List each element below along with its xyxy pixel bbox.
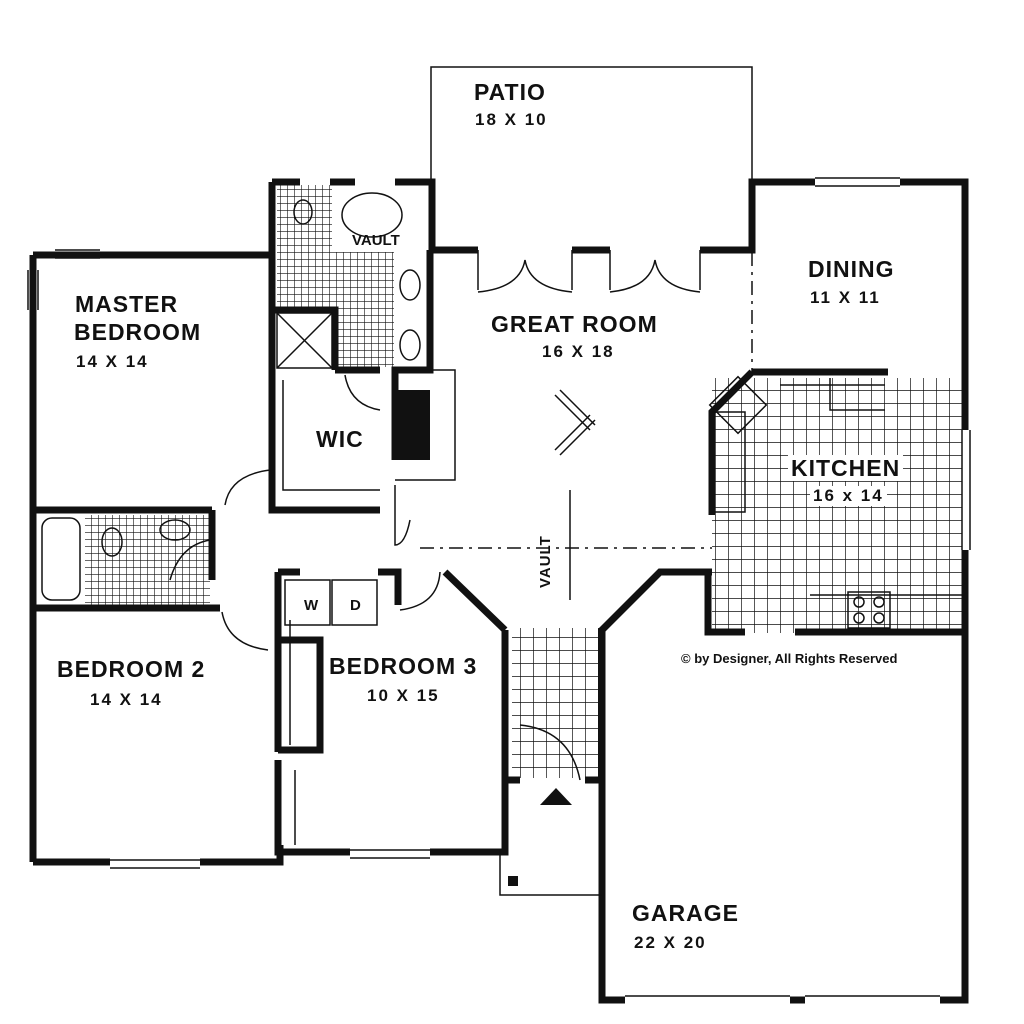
great-room-label: GREAT ROOM: [491, 311, 658, 337]
dryer-label: D: [350, 597, 361, 614]
dining-label: DINING: [808, 256, 895, 282]
fireplace-icon: [395, 390, 430, 460]
master-bedroom-label-1: MASTER: [75, 291, 179, 317]
bedroom3-label: BEDROOM 3: [329, 653, 478, 679]
garage-label: GARAGE: [632, 900, 739, 926]
thin-lines: [27, 177, 971, 997]
bedroom2-dims: 14 X 14: [90, 690, 163, 709]
dining-dims: 11 X 11: [810, 288, 881, 307]
kitchen-dims: 16 x 14: [810, 486, 887, 506]
great-room-dims: 16 X 18: [542, 342, 615, 361]
copyright-notice: © by Designer, All Rights Reserved: [681, 651, 898, 666]
patio: [430, 66, 753, 185]
tiled-floors: [85, 185, 962, 778]
great-room-vault-label: VAULT: [537, 535, 554, 588]
solid-marks: [395, 390, 572, 886]
bedroom2-label: BEDROOM 2: [57, 656, 206, 682]
wic-label: WIC: [316, 426, 364, 452]
kitchen-label: KITCHEN: [788, 455, 904, 481]
garage-dims: 22 X 20: [634, 933, 707, 952]
master-bedroom-label-2: BEDROOM: [74, 319, 202, 345]
post-icon: [508, 876, 518, 886]
patio-label: PATIO: [474, 79, 546, 105]
patio-dims: 18 X 10: [475, 110, 548, 129]
master-bath-vault-label: VAULT: [352, 232, 400, 249]
washer-label: W: [304, 597, 319, 614]
bedroom3-dims: 10 X 15: [367, 686, 440, 705]
master-bedroom-dims: 14 X 14: [76, 352, 149, 371]
entry-arrow-icon: [540, 788, 572, 805]
